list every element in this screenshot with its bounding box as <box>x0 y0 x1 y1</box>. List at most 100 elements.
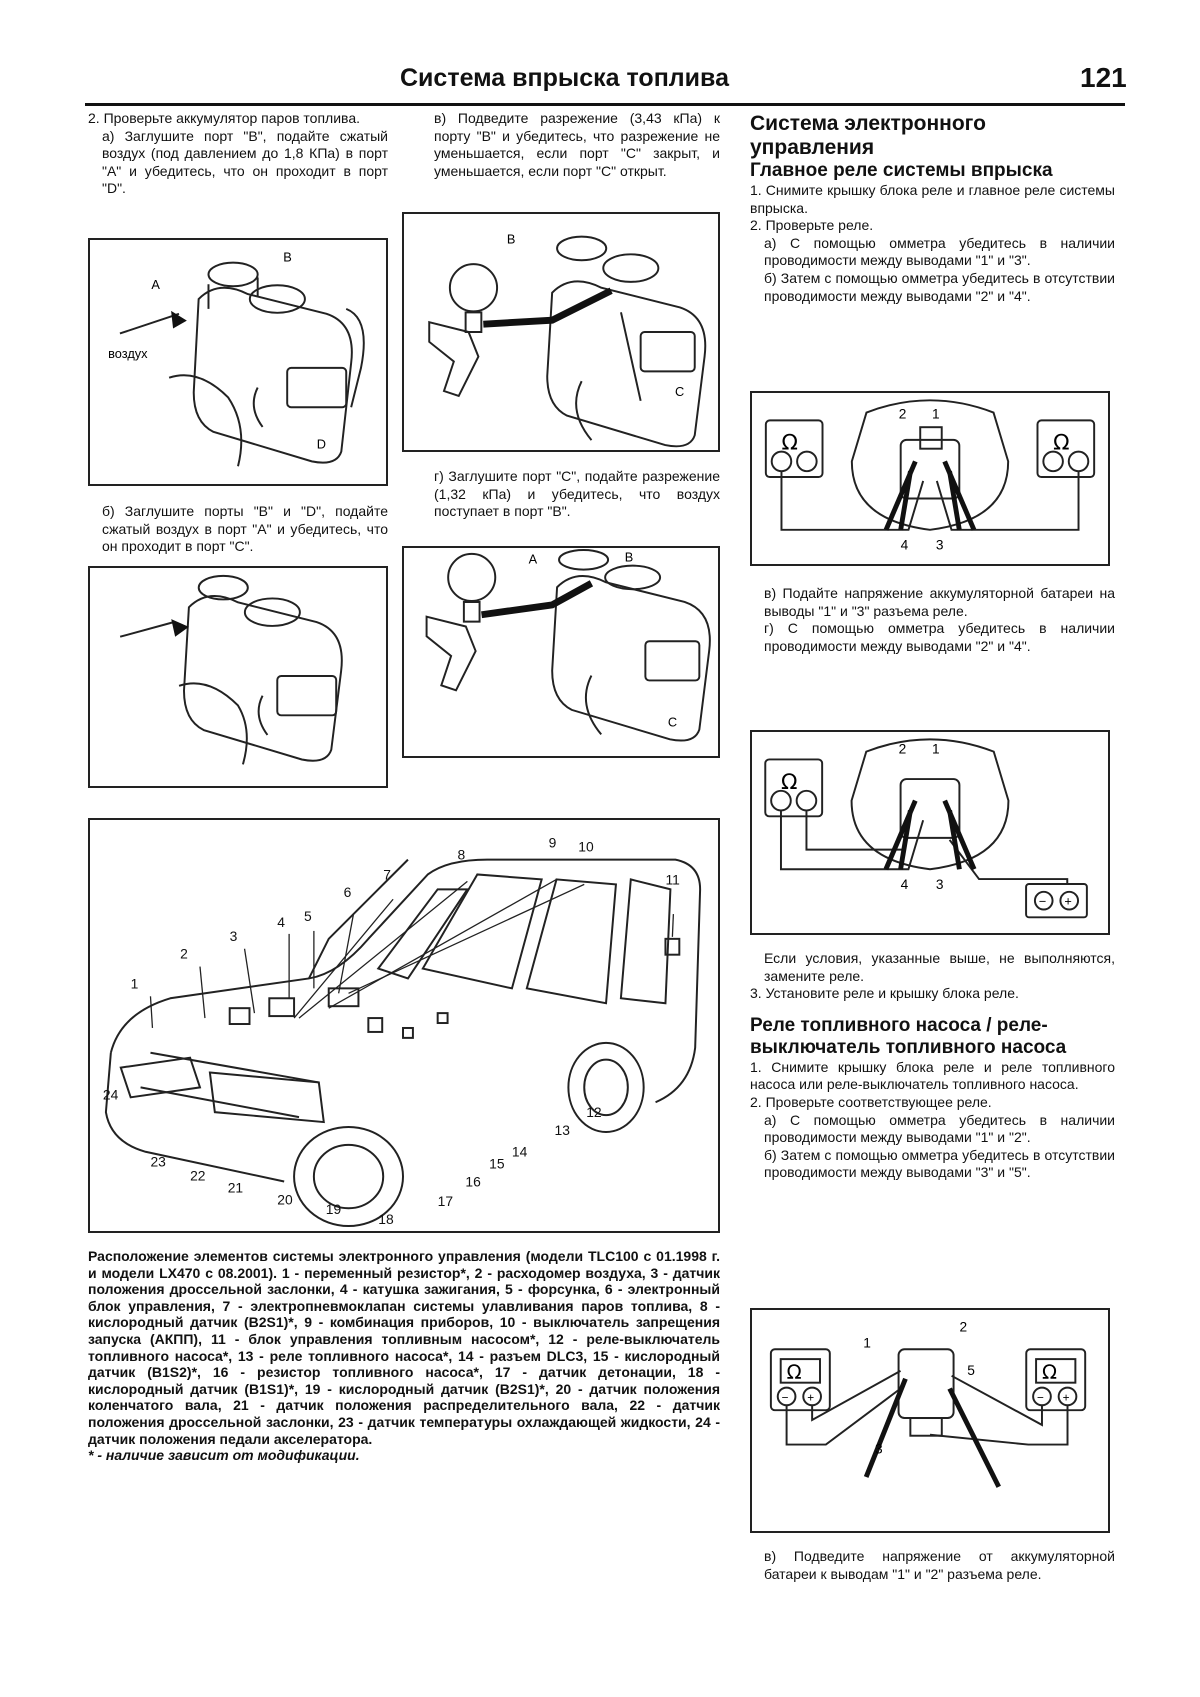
callout-8: 8 <box>457 847 465 863</box>
terminal-1: 1 <box>932 406 940 421</box>
callout-11: 11 <box>665 871 680 887</box>
label-port-c: C <box>675 384 684 399</box>
step-install-relay: 3. Установите реле и крышку блока реле. <box>750 985 1019 1002</box>
right-text-mid: Если условия, указанные выше, не выполня… <box>750 950 1115 1182</box>
callout-17: 17 <box>438 1193 454 1209</box>
section-title: Система электронного управления <box>750 112 986 159</box>
left-text-b: б) Заглушите порты "В" и "D", подайте сж… <box>88 503 388 556</box>
callout-16: 16 <box>465 1173 481 1189</box>
meter-plus-right: + <box>1063 1391 1070 1404</box>
callout-14: 14 <box>512 1144 528 1160</box>
callout-15: 15 <box>489 1156 505 1172</box>
page-number: 121 <box>1080 62 1127 93</box>
meter-minus-left: − <box>782 1391 789 1404</box>
ohm-symbol-right: Ω <box>1042 1361 1057 1384</box>
terminal-3: 3 <box>936 537 944 552</box>
ohm-symbol-right: Ω <box>1053 431 1069 456</box>
callout-22: 22 <box>190 1167 206 1183</box>
ohm-symbol: Ω <box>781 770 797 795</box>
step-a-continuity: а) С помощью омметра убедитесь в наличии… <box>764 234 1115 269</box>
label-port-b: B <box>283 250 292 265</box>
terminal-2: 2 <box>959 1320 967 1335</box>
right-text-bottom: в) Подведите напряжение от аккумуляторно… <box>750 1548 1115 1583</box>
callout-6: 6 <box>344 884 352 900</box>
callout-2: 2 <box>180 946 188 962</box>
label-air: воздух <box>108 346 148 361</box>
mid-text-top: в) Подведите разрежение (3,43 кПа) к пор… <box>420 110 720 180</box>
right-col-top: Система электронного управления Главное … <box>750 112 1115 305</box>
step-c-apply-voltage-fuel: в) Подведите напряжение от аккумуляторно… <box>764 1548 1115 1582</box>
paragraph-step-c: в) Подведите разрежение (3,43 кПа) к пор… <box>434 110 720 179</box>
callout-3: 3 <box>230 928 238 944</box>
callout-20: 20 <box>277 1191 293 1207</box>
figure-canister-test-a: A B D воздух <box>88 238 388 486</box>
step-d-continuity: г) С помощью омметра убедитесь в наличии… <box>764 620 1115 654</box>
label-port-b: B <box>625 550 634 565</box>
terminal-4: 4 <box>901 537 909 552</box>
mid-text-d: г) Заглушите порт "С", подайте разрежени… <box>420 468 720 521</box>
step-check-fuel-relay: 2. Проверьте соответствующее реле. <box>750 1093 992 1110</box>
callout-18: 18 <box>378 1211 394 1227</box>
figure-car-component-layout: 1 2 3 4 5 6 7 8 9 10 11 12 13 14 15 16 1… <box>88 818 720 1233</box>
callout-12: 12 <box>586 1104 602 1120</box>
page-header-title: Система впрыска топлива <box>400 64 729 92</box>
terminal-3: 3 <box>875 1441 883 1456</box>
terminal-2: 2 <box>899 406 907 421</box>
figure-canister-test-b <box>88 566 388 788</box>
car-illustration: 1 2 3 4 5 6 7 8 9 10 11 12 13 14 15 16 1… <box>103 835 702 1227</box>
callout-19: 19 <box>326 1201 342 1217</box>
ohm-symbol-left: Ω <box>787 1361 802 1384</box>
caption-text: Расположение элементов системы электронн… <box>88 1248 720 1447</box>
callout-13: 13 <box>555 1122 571 1138</box>
label-port-c: C <box>668 715 677 730</box>
figure-fuel-pump-relay-test: Ω Ω − + − + 1 2 5 3 <box>750 1308 1110 1533</box>
relay-ohmmeter-diagram-3: Ω Ω − + − + 1 2 5 3 <box>769 1320 1087 1488</box>
label-port-b: B <box>507 232 516 247</box>
relay-ohmmeter-diagram-1: Ω Ω 2 1 4 3 <box>764 399 1096 552</box>
terminal-4: 4 <box>901 877 909 892</box>
figure-main-relay-test-1: Ω Ω 2 1 4 3 <box>750 391 1110 566</box>
figure-vacuum-test-d: A B C <box>402 546 720 758</box>
callout-7: 7 <box>383 866 391 882</box>
terminal-1: 1 <box>863 1335 871 1350</box>
step-b-no-continuity-fuel: б) Затем с помощью омметра убедитесь в о… <box>764 1146 1115 1181</box>
right-text-c: в) Подайте напряжение аккумуляторной бат… <box>750 585 1115 655</box>
step-check-relay: 2. Проверьте реле. <box>750 217 874 234</box>
terminal-2: 2 <box>899 742 907 757</box>
canister-illustration-a: A B D воздух <box>108 250 365 467</box>
callout-24: 24 <box>103 1086 119 1102</box>
canister-illustration-b <box>119 574 343 765</box>
ohm-symbol-left: Ω <box>781 431 797 456</box>
battery-plus: + <box>1064 894 1071 909</box>
caption-note-text: * - наличие зависит от модификации. <box>88 1447 360 1464</box>
callout-5: 5 <box>304 908 312 924</box>
subsection-fuel-pump-relay: Реле топливного насоса / реле-выключател… <box>750 1014 1067 1058</box>
meter-minus-right: − <box>1037 1391 1044 1404</box>
vacuum-pump-illustration-d: A B C <box>425 548 711 742</box>
paragraph-step-a: а) Заглушите порт "В", подайте сжатый во… <box>102 127 388 197</box>
left-text-top: 2. Проверьте аккумулятор паров топлива. … <box>88 110 388 198</box>
label-port-a: A <box>151 277 160 292</box>
paragraph-step-d: г) Заглушите порт "С", подайте разрежени… <box>434 468 720 520</box>
step-remove-relay: 1. Снимите крышку блока реле и главное р… <box>750 182 1115 216</box>
battery-minus: − <box>1039 894 1046 909</box>
callout-21: 21 <box>228 1179 244 1195</box>
label-port-a: A <box>529 552 538 567</box>
label-port-d: D <box>317 437 326 452</box>
step-remove-fuel-relay: 1. Снимите крышку блока реле и реле топл… <box>750 1058 1115 1093</box>
callout-1: 1 <box>131 975 139 991</box>
caption-note: * - наличие зависит от модификации. <box>88 1447 720 1464</box>
car-figure-caption: Расположение элементов системы электронн… <box>88 1248 720 1464</box>
relay-ohmmeter-diagram-2: Ω − + 2 1 4 3 <box>764 738 1088 919</box>
vacuum-pump-illustration-c: B C <box>428 232 707 448</box>
step-c-apply-voltage: в) Подайте напряжение аккумуляторной бат… <box>764 585 1115 619</box>
terminal-1: 1 <box>932 742 940 757</box>
callout-23: 23 <box>150 1154 166 1170</box>
subsection-main-relay: Главное реле системы впрыска <box>750 160 1053 181</box>
callout-9: 9 <box>549 835 557 851</box>
paragraph-step-b: б) Заглушите порты "В" и "D", подайте сж… <box>102 503 388 555</box>
paragraph-check-canister: 2. Проверьте аккумулятор паров топлива. <box>88 110 360 126</box>
step-b-no-continuity: б) Затем с помощью омметра убедитесь в о… <box>764 269 1115 304</box>
step-a-continuity-fuel: а) С помощью омметра убедитесь в наличии… <box>764 1111 1115 1146</box>
figure-vacuum-test-c: B C <box>402 212 720 452</box>
